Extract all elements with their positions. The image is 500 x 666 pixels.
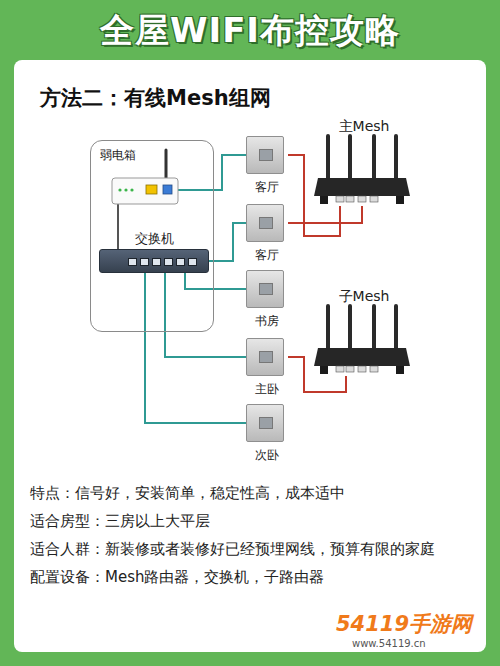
mesh-router: 子Mesh: [312, 288, 416, 376]
modem-wire: [178, 155, 246, 190]
switch-body: [99, 249, 209, 273]
network-switch: 交换机: [99, 231, 209, 273]
router-port: [370, 366, 378, 372]
node-label: 子Mesh: [312, 288, 416, 304]
modem-port-yellow: [146, 185, 157, 194]
feature-line: 配置设备：Mesh路由器，交换机，子路由器: [30, 566, 470, 589]
router-antenna: [348, 304, 352, 350]
feature-line: 适合人群：新装修或者装修好已经预埋网线，预算有限的家庭: [30, 538, 470, 561]
white-card: [14, 60, 486, 652]
node-label: 书房: [246, 314, 288, 328]
socket-jack: [259, 217, 273, 229]
node-label: 客厅: [246, 248, 288, 262]
wall-socket: 客厅: [246, 136, 288, 194]
switch-port: [152, 258, 161, 266]
page-title: 全屋WIFI布控攻略: [100, 10, 400, 50]
title-bar: 全屋WIFI布控攻略: [0, 8, 500, 54]
wall-socket: 次卧: [246, 404, 288, 462]
modem-led: [124, 188, 127, 191]
modem-cable: [117, 204, 119, 250]
router-port: [358, 366, 366, 372]
network-cable: [185, 273, 246, 289]
modem-antenna: [165, 150, 168, 178]
node-label: 客厅: [246, 180, 288, 194]
method-heading: 方法二：有线Mesh组网: [40, 84, 271, 112]
router-foot: [320, 366, 328, 374]
socket-jack: [259, 283, 273, 295]
router-port: [370, 196, 378, 202]
modem-port-blue: [163, 185, 172, 194]
watermark-url: www.54119.cn: [352, 638, 426, 649]
socket-plate: [246, 270, 284, 308]
router-foot: [396, 366, 404, 374]
feature-line: 适合房型：三房以上大平层: [30, 510, 470, 533]
switch-port: [188, 258, 197, 266]
wall-socket: 书房: [246, 270, 288, 328]
network-cable: [288, 206, 362, 223]
switch-port: [140, 258, 149, 266]
router-antenna: [348, 134, 352, 180]
socket-plate: [246, 136, 284, 174]
socket-plate: [246, 338, 284, 376]
router-body: [314, 178, 410, 196]
wall-socket: 客厅: [246, 204, 288, 262]
socket-jack: [259, 417, 273, 429]
router-antenna: [326, 134, 330, 180]
cabinet-box: 弱电箱交换机: [90, 140, 214, 332]
router-antenna: [326, 304, 330, 350]
switch-port: [176, 258, 185, 266]
network-cable: [165, 273, 246, 357]
router-foot: [396, 196, 404, 204]
router-port: [346, 196, 354, 202]
router-port: [346, 366, 354, 372]
node-label: 弱电箱: [91, 141, 136, 164]
switch-port: [164, 258, 173, 266]
router-body: [314, 348, 410, 366]
node-label: 主Mesh: [312, 118, 416, 134]
mesh-router: 主Mesh: [312, 118, 416, 206]
router-antenna: [394, 134, 398, 180]
switch-port: [128, 258, 137, 266]
router-antenna: [372, 304, 376, 350]
router-illustration: [312, 304, 412, 376]
router-illustration: [312, 134, 412, 206]
node-label: 次卧: [246, 448, 288, 462]
router-port: [336, 196, 344, 202]
router-foot: [320, 196, 328, 204]
socket-plate: [246, 404, 284, 442]
network-cable: [209, 223, 246, 261]
network-cable: [145, 273, 246, 423]
node-label: 交换机: [99, 231, 209, 247]
modem-led: [130, 188, 133, 191]
socket-plate: [246, 204, 284, 242]
router-antenna: [372, 134, 376, 180]
watermark: 54119手游网: [336, 610, 472, 638]
socket-jack: [259, 351, 273, 363]
router-port: [336, 366, 344, 372]
socket-jack: [259, 149, 273, 161]
wall-socket: 主卧: [246, 338, 288, 396]
modem-led: [118, 188, 121, 191]
modem-body: [112, 178, 178, 204]
node-label: 主卧: [246, 382, 288, 396]
router-antenna: [394, 304, 398, 350]
router-port: [358, 196, 366, 202]
feature-line: 特点：信号好，安装简单，稳定性高，成本适中: [30, 482, 470, 505]
